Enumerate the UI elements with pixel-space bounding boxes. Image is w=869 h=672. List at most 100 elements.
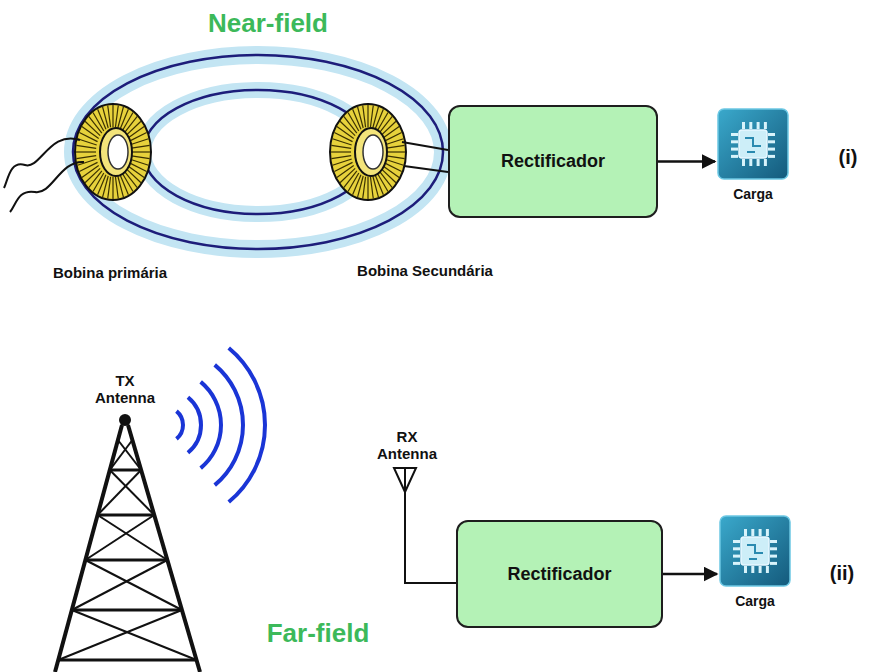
coil-winding bbox=[103, 176, 109, 197]
coil-winding bbox=[129, 139, 148, 145]
coil-winding bbox=[337, 166, 354, 178]
coil-winding bbox=[120, 175, 128, 195]
coil-winding bbox=[115, 105, 118, 127]
radio-waves bbox=[176, 348, 265, 502]
chip-pin bbox=[731, 140, 738, 143]
coil-winding bbox=[353, 109, 361, 129]
tower-strut bbox=[72, 610, 197, 660]
coil-winding bbox=[373, 176, 379, 197]
radio-wave bbox=[229, 348, 265, 502]
coil-winding bbox=[363, 105, 366, 127]
coil-winding bbox=[118, 176, 124, 197]
radio-wave bbox=[188, 397, 201, 452]
label: Bobina Secundária bbox=[315, 262, 535, 279]
chip-pin bbox=[742, 122, 745, 129]
arrow-connector bbox=[658, 160, 715, 163]
tower bbox=[55, 425, 200, 672]
tower-strut bbox=[85, 560, 182, 610]
tower-strut bbox=[110, 469, 141, 472]
coil-winding bbox=[103, 107, 109, 128]
chip-pin bbox=[770, 540, 777, 543]
radio-wave bbox=[215, 365, 243, 485]
coil-winding bbox=[375, 109, 383, 129]
label: (ii) bbox=[820, 562, 864, 585]
coil-winding bbox=[120, 109, 128, 129]
chip-pin bbox=[768, 140, 775, 143]
coil bbox=[75, 104, 151, 200]
coil-winding bbox=[370, 105, 373, 127]
tower-strut bbox=[98, 470, 142, 515]
chip-die bbox=[739, 130, 767, 158]
coil-winding bbox=[331, 145, 351, 148]
coil-winding bbox=[98, 109, 106, 129]
chip-pin bbox=[766, 566, 769, 573]
coil-body bbox=[75, 104, 151, 200]
chip-pin bbox=[768, 155, 775, 158]
chip-pin bbox=[770, 562, 777, 565]
chip-pin bbox=[749, 122, 752, 129]
coil-winding bbox=[375, 175, 383, 195]
tower-strut bbox=[128, 425, 200, 672]
label: Bobina primária bbox=[10, 264, 210, 281]
chip-die bbox=[741, 537, 769, 565]
field-band bbox=[73, 55, 443, 249]
label: (i) bbox=[828, 146, 868, 169]
chip-pin bbox=[731, 133, 738, 136]
tower-strut bbox=[85, 559, 167, 562]
chip-pin bbox=[733, 547, 740, 550]
coil-winding bbox=[383, 162, 401, 171]
section-title: Near-field bbox=[158, 8, 378, 39]
rectifier-box: Rectificador bbox=[448, 105, 658, 218]
chip-pin bbox=[764, 159, 767, 166]
coil-winding bbox=[98, 175, 106, 195]
load-label: Carga bbox=[733, 186, 773, 202]
chip-pin bbox=[757, 159, 760, 166]
load-chip: Carga bbox=[709, 515, 801, 609]
chip-pin bbox=[733, 540, 740, 543]
coil-winding bbox=[127, 127, 144, 139]
chip-pin bbox=[742, 159, 745, 166]
chip-pin bbox=[751, 566, 754, 573]
coil-hole bbox=[108, 135, 128, 169]
coil-winding bbox=[367, 177, 368, 199]
field-line bbox=[73, 55, 443, 249]
tower-strut bbox=[85, 515, 154, 560]
chip-pin bbox=[744, 529, 747, 536]
coil-winding bbox=[382, 127, 399, 139]
chip-pin bbox=[768, 148, 775, 151]
coil-rim bbox=[355, 128, 387, 176]
coil-winding bbox=[115, 177, 118, 199]
coil-winding bbox=[112, 105, 113, 127]
coil-winding bbox=[82, 166, 99, 178]
coil-winding bbox=[331, 151, 351, 152]
coil-lead bbox=[402, 142, 448, 150]
coil-hole bbox=[363, 135, 383, 169]
chip-pin bbox=[731, 155, 738, 158]
chip-trace bbox=[745, 138, 761, 152]
radio-wave bbox=[201, 382, 221, 468]
coil-winding bbox=[76, 145, 96, 148]
section-title: Far-field bbox=[218, 618, 418, 649]
chip-ground bbox=[718, 109, 788, 179]
coil-winding bbox=[367, 105, 368, 127]
chip-icon bbox=[717, 108, 789, 180]
block-label: Rectificador bbox=[501, 151, 605, 172]
chip-pin bbox=[744, 566, 747, 573]
tower-strut bbox=[72, 560, 168, 610]
coil-winding bbox=[370, 177, 373, 199]
coil-winding bbox=[358, 176, 364, 197]
coil-winding bbox=[112, 177, 113, 199]
coil-winding bbox=[108, 177, 111, 199]
coil-winding bbox=[76, 151, 96, 152]
label: TX Antenna bbox=[90, 372, 160, 406]
tower-strut bbox=[110, 440, 133, 470]
antenna-wire bbox=[405, 468, 456, 583]
coil-winding bbox=[76, 156, 96, 159]
chip-pin bbox=[770, 547, 777, 550]
arrow-connector bbox=[663, 573, 717, 576]
tower-strut bbox=[58, 659, 196, 662]
coil-winding bbox=[128, 162, 146, 171]
chip-pin bbox=[751, 529, 754, 536]
coil bbox=[330, 104, 406, 200]
tower-strut bbox=[55, 425, 122, 672]
